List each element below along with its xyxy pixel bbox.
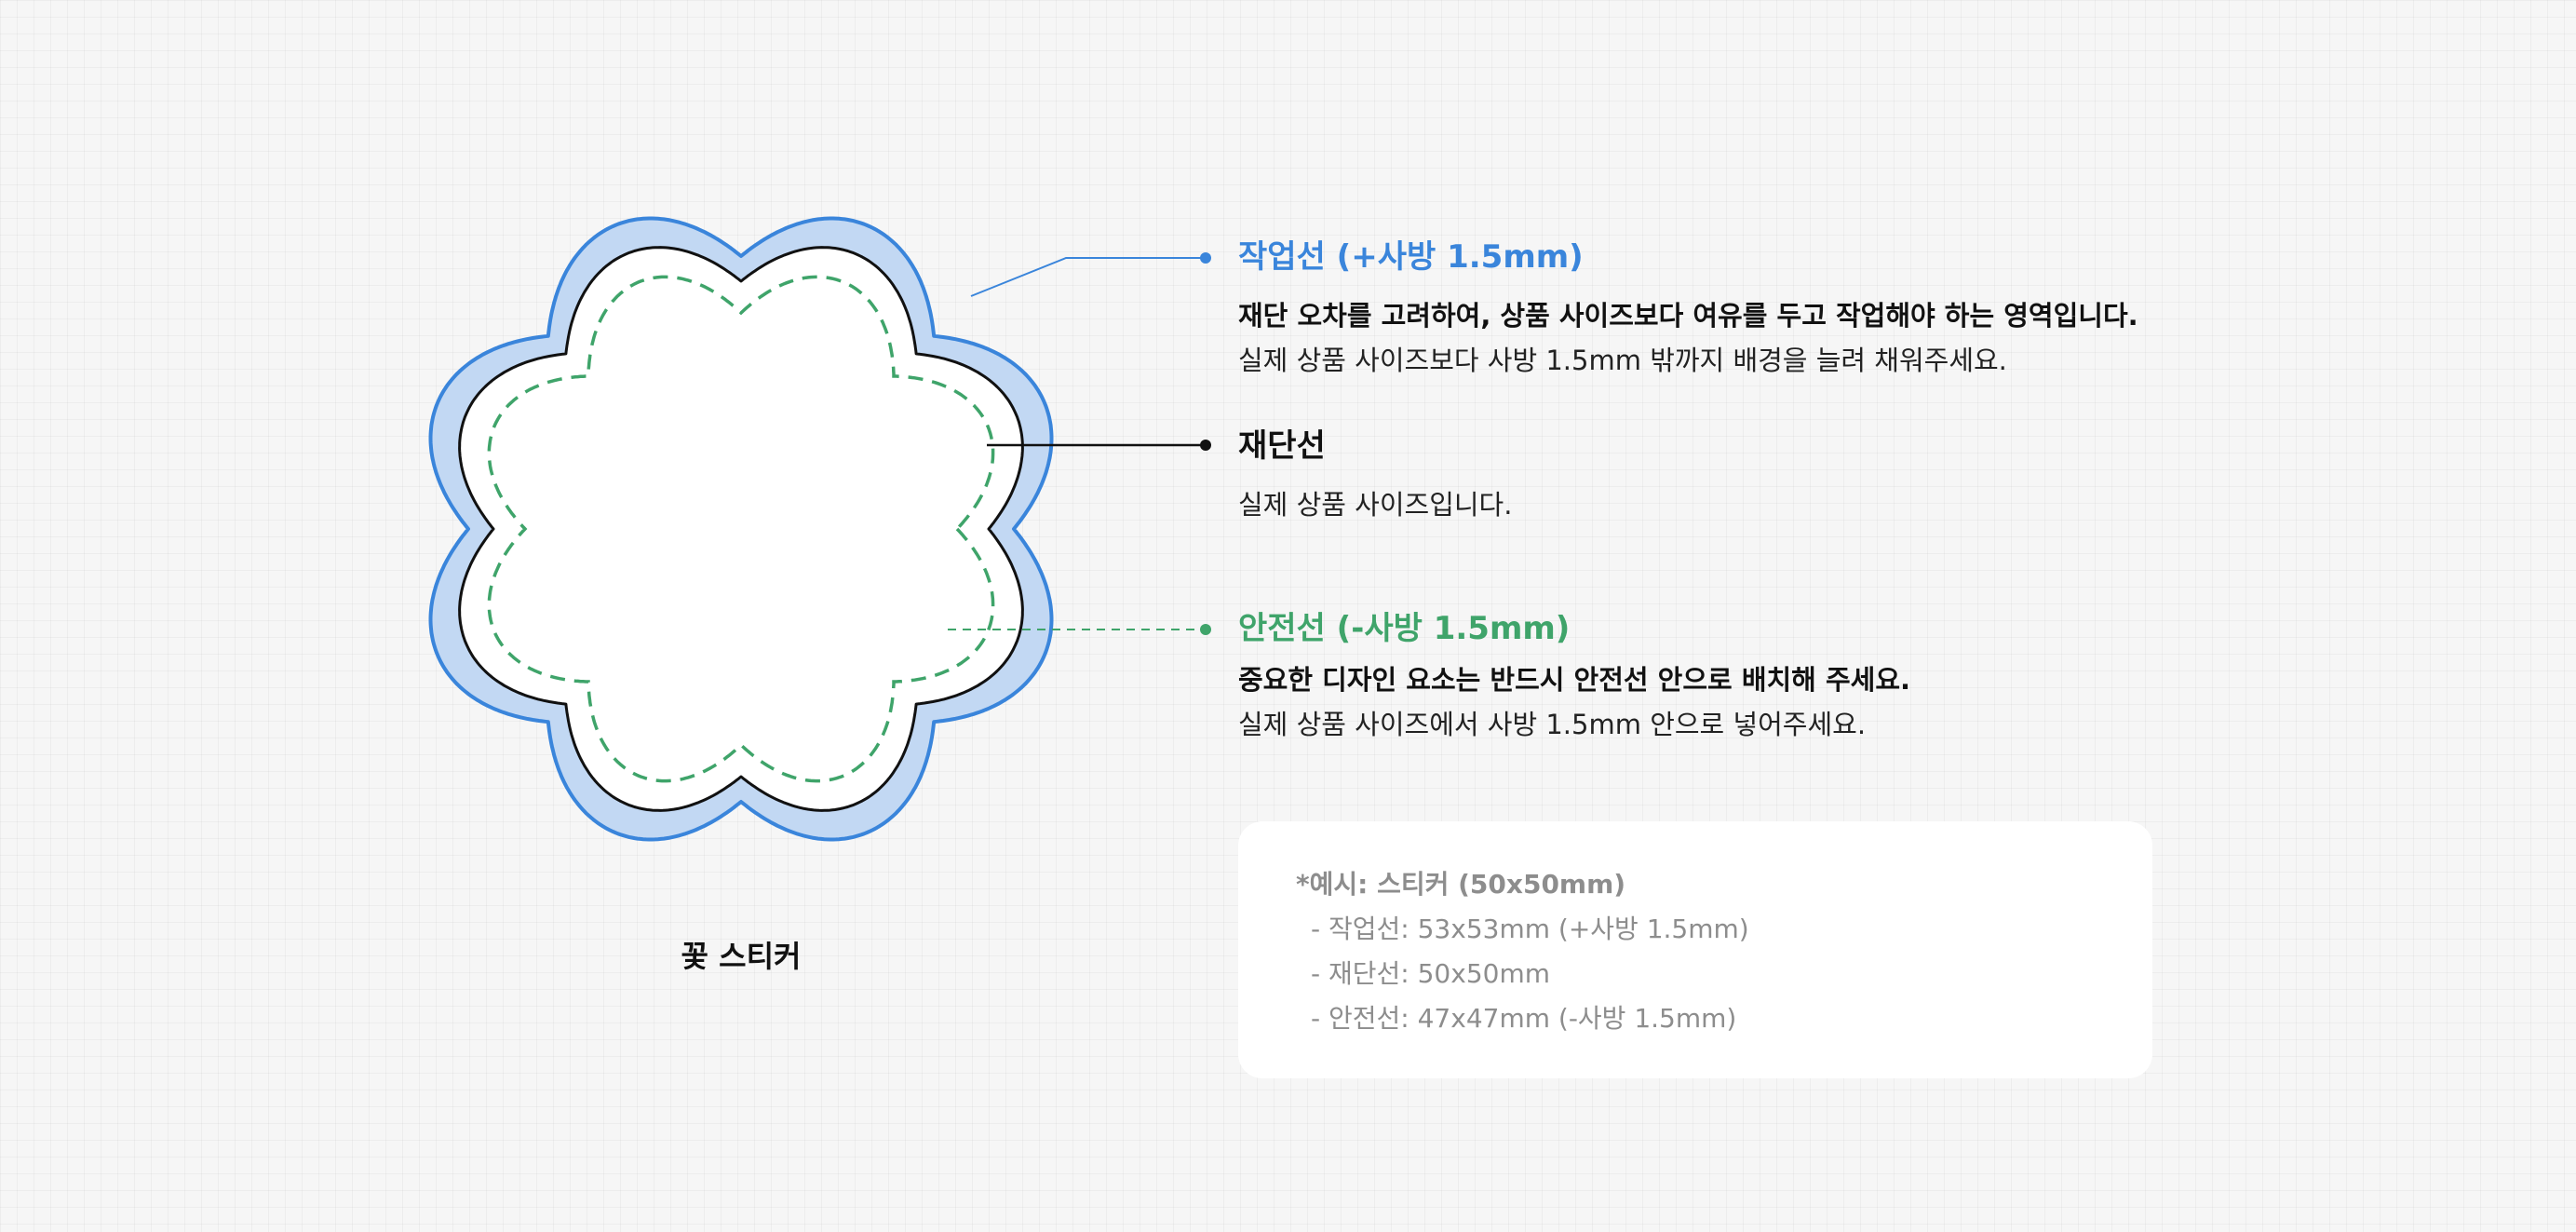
cut-line-leader-dot <box>1200 440 1211 451</box>
work-line-leader-dot <box>1200 252 1211 264</box>
example-item-work: - 작업선: 53x53mm (+사방 1.5mm) <box>1311 914 1749 944</box>
safe-line-title: 안전선 (-사방 1.5mm) <box>1238 610 1571 647</box>
safe-line-shape <box>487 275 995 783</box>
safe-line-desc-bold: 중요한 디자인 요소는 반드시 안전선 안으로 배치해 주세요. <box>1238 664 1911 696</box>
cut-line-desc: 실제 상품 사이즈입니다. <box>1238 489 1513 521</box>
sticker-caption: 꽃 스티커 <box>681 939 802 974</box>
cut-line-title: 재단선 <box>1238 427 1326 465</box>
example-item-safe: - 안전선: 47x47mm (-사방 1.5mm) <box>1311 1003 1737 1034</box>
work-line-desc-bold: 재단 오차를 고려하여, 상품 사이즈보다 여유를 두고 작업해야 하는 영역입… <box>1238 300 2138 332</box>
work-line-desc: 실제 상품 사이즈보다 사방 1.5mm 밖까지 배경을 늘려 채워주세요. <box>1238 345 2007 376</box>
safe-line-leader-dot <box>1200 624 1211 635</box>
work-line-leader <box>970 257 1206 297</box>
example-title: *예시: 스티커 (50x50mm) <box>1296 869 1626 900</box>
safe-line-desc: 실제 상품 사이즈에서 사방 1.5mm 안으로 넣어주세요. <box>1238 709 1867 740</box>
work-line-title: 작업선 (+사방 1.5mm) <box>1238 238 1584 276</box>
cut-line-shape <box>458 246 1024 812</box>
example-box: *예시: 스티커 (50x50mm) - 작업선: 53x53mm (+사방 1… <box>1238 821 2152 1078</box>
example-item-cut: - 재단선: 50x50mm <box>1311 958 1550 989</box>
